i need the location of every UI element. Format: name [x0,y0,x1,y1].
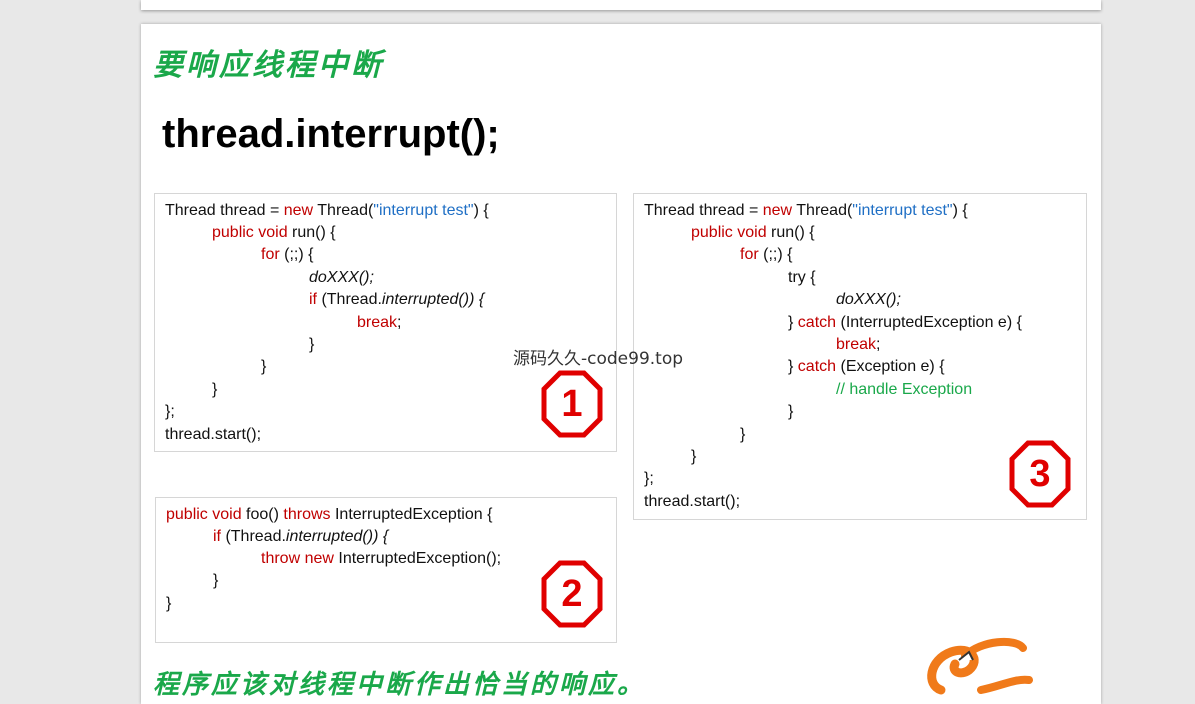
code-line: } catch (Exception e) { [788,357,945,377]
code-keyword: for [261,246,280,263]
code-text: InterruptedException { [330,506,493,523]
code-keyword: throws [283,506,331,523]
code-line: } [213,572,219,589]
code-keyword: new [762,202,793,219]
code-text: (InterruptedException e) { [836,314,1022,331]
code-keyword: new [283,202,314,219]
code-keyword: break [357,314,398,331]
slide-title: 要响应线程中断 [153,48,384,83]
code-keyword: catch [797,358,837,375]
code-text: InterruptedException(); [333,550,502,567]
code-text: foo() [241,506,284,523]
badge-3-number: 3 [1029,453,1050,495]
code-text: } [788,358,798,375]
code-text: (Thread. [317,291,382,308]
code-text: ; [397,314,402,331]
code-line: } [740,426,746,443]
company-logo-icon [927,637,1033,695]
code-comment: // handle Exception [836,381,973,398]
code-keyword: break [836,336,877,353]
code-keyword: for [740,246,759,263]
badge-2-octagon: 2 [541,560,603,628]
code-line: } [309,336,315,353]
watermark-text: 源码久久-code99.top [513,349,684,369]
code-string: "interrupt test" [852,202,953,219]
code-text: ) { [473,202,489,219]
code-keyword: if [309,291,317,308]
code-line: Thread thread = new Thread("interrupt te… [644,201,968,221]
code-line: doXXX(); [836,290,901,310]
code-line: break; [836,335,880,355]
code-line: } [788,403,794,420]
code-line: for (;;) { [740,245,792,265]
code-line: try { [788,269,816,286]
code-text: ; [876,336,881,353]
code-line: for (;;) { [261,245,313,265]
badge-3-octagon: 3 [1009,440,1071,508]
code-line: public void run() { [691,223,815,243]
code-line: } [261,358,267,375]
code-keyword: if [213,528,221,545]
code-line: break; [357,313,401,333]
code-line: } [166,595,172,612]
code-keyword: public void [691,224,767,241]
code-italic: interrupted()) { [381,291,485,308]
badge-1-octagon: 1 [541,370,603,438]
code-line: if (Thread.interrupted()) { [213,527,388,547]
code-text: ) { [952,202,968,219]
code-line: public void foo() throws InterruptedExce… [166,505,492,525]
code-keyword: throw new [261,550,334,567]
code-text: (Exception e) { [836,358,945,375]
code-line: thread.start(); [165,426,262,443]
code-italic: interrupted()) { [285,528,389,545]
badge-1-number: 1 [561,383,582,425]
code-text: run() { [287,224,336,241]
code-text: Thread thread = [165,202,284,219]
code-box-1: Thread thread = new Thread("interrupt te… [154,193,617,452]
code-text: run() { [766,224,815,241]
code-italic: doXXX(); [309,269,374,286]
code-line: doXXX(); [309,268,374,288]
slide-footer-text: 程序应该对线程中断作出恰当的响应。 [153,670,647,700]
code-text: } [788,314,798,331]
code-string: "interrupt test" [373,202,474,219]
code-line: public void run() { [212,223,336,243]
code-line: throw new InterruptedException(); [261,549,501,569]
code-text: (Thread. [221,528,286,545]
badge-2-number: 2 [561,573,582,615]
code-line: // handle Exception [836,380,972,400]
code-line: if (Thread.interrupted()) { [309,290,484,310]
slide: 要响应线程中断 thread.interrupt(); Thread threa… [141,24,1101,704]
code-text: Thread thread = [644,202,763,219]
main-code-heading: thread.interrupt(); [162,112,500,156]
previous-slide-edge [141,0,1101,10]
code-line: } [691,448,697,465]
code-line: }; [644,470,654,487]
code-line: } catch (InterruptedException e) { [788,313,1022,333]
code-keyword: catch [797,314,837,331]
code-text: Thread( [792,202,853,219]
code-line: }; [165,403,175,420]
code-text: (;;) { [758,246,793,263]
code-italic: doXXX(); [836,291,901,308]
code-box-2: public void foo() throws InterruptedExce… [155,497,617,643]
code-text: Thread( [313,202,374,219]
code-line: } [212,381,218,398]
code-keyword: public void [166,506,242,523]
code-line: Thread thread = new Thread("interrupt te… [165,201,489,221]
code-text: (;;) { [279,246,314,263]
code-keyword: public void [212,224,288,241]
code-line: thread.start(); [644,493,741,510]
